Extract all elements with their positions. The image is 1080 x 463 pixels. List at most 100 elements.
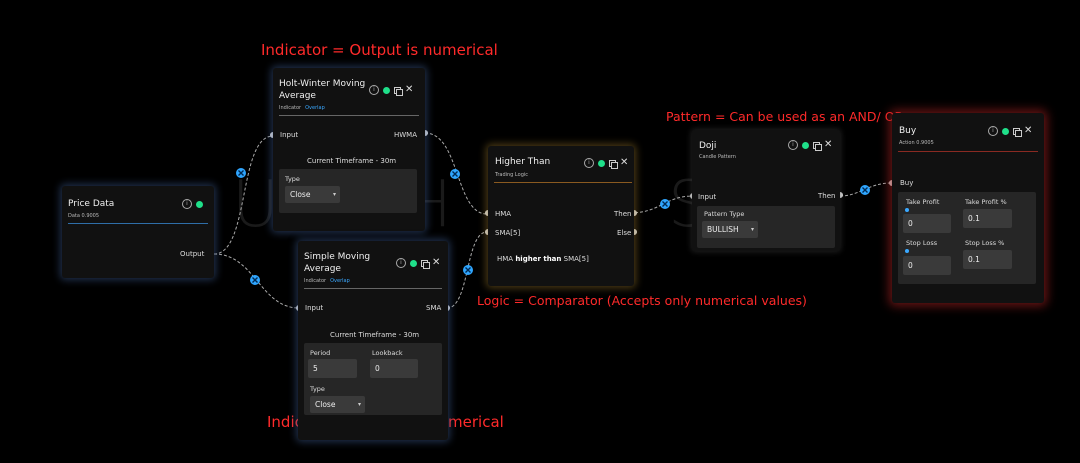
node-doji[interactable]: Doji Candle Pattern i ✕ Input Then Patte… [692, 130, 840, 251]
info-dot-icon [905, 208, 909, 212]
node-divider [494, 182, 632, 183]
type-select[interactable]: Close [310, 396, 365, 413]
category-label: Indicator [304, 278, 327, 284]
node-category: Candle Pattern [699, 154, 736, 160]
info-icon[interactable]: i [396, 258, 406, 268]
port-input-label: Input [305, 304, 324, 312]
node-toolbar: i ✕ [584, 157, 629, 169]
port-input-label: Input [280, 131, 299, 139]
port-output-label: Then [818, 192, 836, 200]
info-icon[interactable]: i [788, 140, 798, 150]
take-profit-pct-value: 0.1 [968, 214, 980, 223]
close-icon[interactable]: ✕ [405, 84, 414, 95]
expr-right: SMA[5] [563, 255, 589, 263]
take-profit-pct-label: Take Profit % [965, 198, 1007, 206]
node-divider [279, 115, 419, 116]
node-toolbar: i ✕ [988, 125, 1033, 137]
take-profit-value: 0 [908, 219, 913, 228]
tag-label: Overlap [330, 278, 350, 284]
period-label: Period [310, 349, 331, 357]
node-toolbar: i ✕ [788, 139, 833, 151]
node-price-data[interactable]: Price Data Data 0.9005 i Output [62, 186, 214, 278]
logic-expression: HMA higher than SMA[5] [497, 255, 589, 263]
port-output-label: HWMA [394, 131, 418, 139]
node-higher-than[interactable]: Higher Than Trading Logic i ✕ HMA Then S… [488, 146, 634, 286]
close-icon[interactable]: ✕ [432, 257, 441, 268]
info-icon[interactable]: i [182, 199, 192, 209]
tag-label: Overlap [305, 105, 325, 111]
stop-loss-label: Stop Loss [906, 239, 938, 247]
take-profit-label: Take Profit [906, 198, 940, 206]
node-title: Higher Than [495, 157, 551, 167]
close-icon[interactable]: ✕ [620, 157, 629, 168]
stop-loss-pct-value: 0.1 [968, 255, 980, 264]
pattern-type-select[interactable]: BULLISH [702, 221, 758, 238]
lookback-value: 0 [375, 364, 380, 373]
type-select[interactable]: Close [285, 186, 340, 203]
period-input[interactable]: 5 [308, 359, 357, 378]
status-dot-icon [196, 200, 203, 208]
info-icon[interactable]: i [584, 158, 594, 168]
copy-icon[interactable] [421, 259, 430, 269]
status-dot-icon [1002, 127, 1009, 135]
port-input-label: Buy [900, 179, 914, 187]
node-toolbar: i ✕ [369, 84, 414, 96]
node-title: Price Data [68, 199, 115, 209]
status-dot-icon [410, 259, 417, 267]
port-input-b-label: SMA[5] [495, 229, 521, 237]
close-icon[interactable]: ✕ [824, 139, 833, 150]
type-label: Type [285, 175, 300, 183]
settings-panel: Take Profit 0 Take Profit % 0.1 Stop Los… [898, 192, 1036, 284]
port-input-a-label: HMA [495, 210, 512, 218]
port-output-label: Output [180, 250, 205, 258]
pattern-type-value: BULLISH [707, 225, 739, 234]
annotation-indicator-top: Indicator = Output is numerical [261, 41, 498, 59]
lookback-label: Lookback [372, 349, 403, 357]
delete-connector-icon[interactable] [450, 169, 460, 179]
node-category: Data 0.9005 [68, 213, 99, 219]
stop-loss-pct-label: Stop Loss % [965, 239, 1005, 247]
stop-loss-pct-input[interactable]: 0.1 [963, 250, 1012, 269]
copy-icon[interactable] [1013, 127, 1022, 137]
copy-icon[interactable] [394, 86, 403, 96]
timeframe-label: Current Timeframe - 30m [330, 331, 420, 339]
lookback-input[interactable]: 0 [370, 359, 418, 378]
take-profit-pct-input[interactable]: 0.1 [963, 209, 1012, 228]
node-buy[interactable]: Buy Action 0.9005 i ✕ Buy Take Profit 0 … [892, 113, 1044, 303]
copy-icon[interactable] [813, 141, 822, 151]
node-title: Doji [699, 141, 717, 151]
info-icon[interactable]: i [988, 126, 998, 136]
node-title: Holt-Winter Moving Average [279, 79, 366, 101]
settings-panel: Pattern Type BULLISH [697, 206, 835, 248]
info-dot-icon [905, 249, 909, 253]
category-label: Indicator [279, 105, 302, 111]
expr-left: HMA [497, 255, 514, 263]
close-icon[interactable]: ✕ [1024, 125, 1033, 136]
node-category: Trading Logic [495, 172, 529, 178]
status-dot-icon [598, 159, 605, 167]
pattern-type-label: Pattern Type [704, 210, 745, 218]
node-category: Action 0.9005 [899, 140, 934, 146]
type-label: Type [310, 385, 325, 393]
delete-connector-icon[interactable] [463, 265, 473, 275]
delete-connector-icon[interactable] [860, 185, 870, 195]
port-output-label: SMA [426, 304, 442, 312]
delete-connector-icon[interactable] [250, 275, 260, 285]
stop-loss-input[interactable]: 0 [903, 256, 951, 275]
expr-operator: higher than [515, 255, 562, 263]
delete-connector-icon[interactable] [236, 168, 246, 178]
port-else-label: Else [617, 229, 632, 237]
take-profit-input[interactable]: 0 [903, 214, 951, 233]
delete-connector-icon[interactable] [660, 199, 670, 209]
node-toolbar: i [182, 199, 203, 209]
node-divider [304, 288, 442, 289]
status-dot-icon [383, 86, 390, 94]
info-icon[interactable]: i [369, 85, 379, 95]
copy-icon[interactable] [609, 159, 618, 169]
period-value: 5 [313, 364, 318, 373]
settings-panel: Type Close [279, 169, 417, 213]
